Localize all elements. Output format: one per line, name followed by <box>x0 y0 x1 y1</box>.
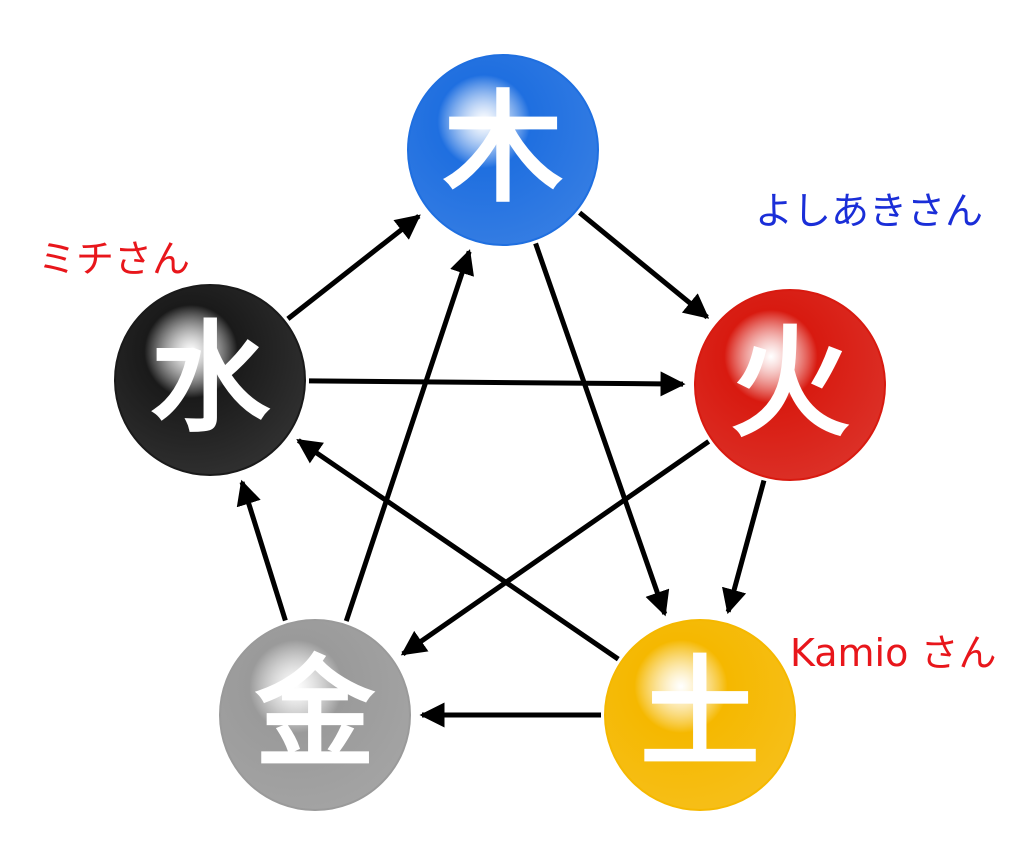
element-char-wood: 木 <box>443 78 563 219</box>
earth-person-label: Kamio さん <box>790 631 997 675</box>
element-char-water: 水 <box>150 308 271 449</box>
element-node-water: 水 <box>114 284 306 476</box>
arrow-earth-to-water <box>296 438 620 662</box>
water-person-label: ミチさん <box>38 237 191 281</box>
arrow-metal-to-water <box>236 479 288 622</box>
element-node-metal: 金 <box>219 619 411 811</box>
arrow-water-to-fire <box>308 371 686 397</box>
arrow-water-to-wood <box>286 214 421 321</box>
element-node-earth: 土 <box>604 619 796 811</box>
orb-water <box>114 284 306 476</box>
element-node-wood: 木 <box>407 54 599 246</box>
arrow-metal-to-wood <box>343 249 474 622</box>
element-char-earth: 土 <box>640 643 760 784</box>
orb-metal <box>219 619 411 811</box>
arrow-fire-to-earth <box>722 479 767 615</box>
arrow-wood-to-earth <box>533 242 670 617</box>
orb-wood <box>407 54 599 246</box>
orb-earth <box>604 619 796 811</box>
arrow-wood-to-fire <box>578 210 710 320</box>
arrow-fire-to-metal <box>400 439 711 657</box>
orb-fire <box>694 289 886 481</box>
fire-person-label: よしあきさん <box>755 189 984 233</box>
element-char-fire: 火 <box>730 313 850 454</box>
element-node-fire: 火 <box>694 289 886 481</box>
element-char-metal: 金 <box>254 643 376 784</box>
